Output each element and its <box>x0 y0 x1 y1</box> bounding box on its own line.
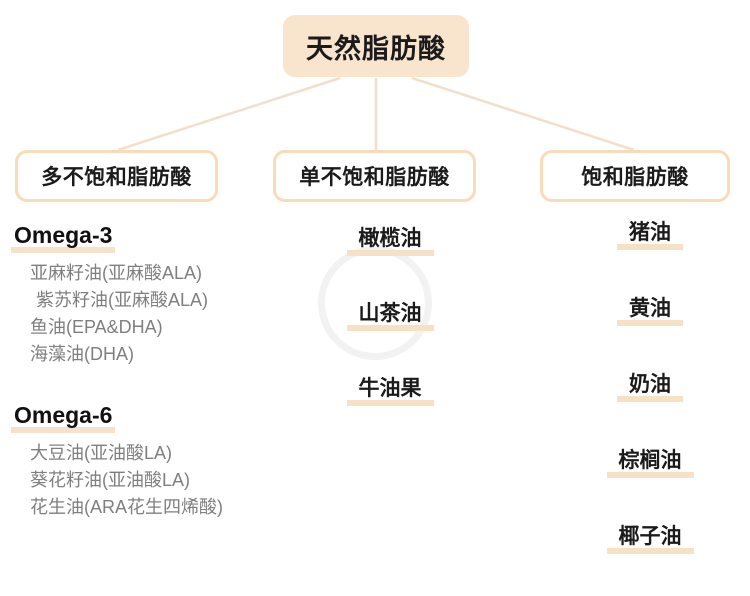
list-item-label: 椰子油 <box>606 520 694 554</box>
list-item: 紫苏籽油(亚麻酸ALA) <box>36 290 209 310</box>
list-item: 亚麻籽油(亚麻酸ALA) <box>30 263 203 283</box>
list-item-label: 牛油果 <box>346 372 434 406</box>
category-box-monounsaturated: 单不饱和脂肪酸 <box>273 150 476 202</box>
diagram-canvas: 天然脂肪酸 多不饱和脂肪酸 单不饱和脂肪酸 饱和脂肪酸 Omega-3 亚麻籽油… <box>0 15 730 554</box>
list-item: 橄榄油 <box>300 222 480 256</box>
connector-line-left <box>117 76 341 152</box>
list-item: 黄油 <box>555 292 745 326</box>
root-node-natural-fatty-acids: 天然脂肪酸 <box>283 15 469 77</box>
category-box-polyunsaturated: 多不饱和脂肪酸 <box>15 150 218 202</box>
list-item-label: 猪油 <box>617 216 683 250</box>
list-item: 牛油果 <box>300 372 480 406</box>
category-label: 多不饱和脂肪酸 <box>41 166 192 189</box>
group-item-list: 大豆油(亚油酸LA) 葵花籽油(亚油酸LA) 花生油(ARA花生四烯酸) <box>0 440 300 521</box>
group-omega-6: Omega-6 大豆油(亚油酸LA) 葵花籽油(亚油酸LA) 花生油(ARA花生… <box>0 402 300 521</box>
list-item-label: 山茶油 <box>346 297 434 331</box>
column-saturated-items: 猪油 黄油 奶油 棕榈油 椰子油 <box>555 216 745 596</box>
list-item: 花生油(ARA花生四烯酸) <box>30 497 223 517</box>
list-item: 棕榈油 <box>555 444 745 478</box>
category-box-saturated: 饱和脂肪酸 <box>540 150 730 202</box>
list-item-label: 橄榄油 <box>346 222 434 256</box>
group-item-list: 亚麻籽油(亚麻酸ALA) 紫苏籽油(亚麻酸ALA) 鱼油(EPA&DHA) 海藻… <box>0 260 300 368</box>
list-item: 奶油 <box>555 368 745 402</box>
list-item-label: 棕榈油 <box>606 444 694 478</box>
list-item-label: 黄油 <box>617 292 683 326</box>
list-item: 葵花籽油(亚油酸LA) <box>30 470 191 490</box>
list-item-label: 奶油 <box>617 368 683 402</box>
group-heading: Omega-6 <box>11 402 116 433</box>
column-polyunsaturated-items: Omega-3 亚麻籽油(亚麻酸ALA) 紫苏籽油(亚麻酸ALA) 鱼油(EPA… <box>0 222 300 525</box>
category-label: 饱和脂肪酸 <box>581 166 689 189</box>
connector-line-right <box>411 76 635 152</box>
root-node-label: 天然脂肪酸 <box>306 33 446 64</box>
list-item: 鱼油(EPA&DHA) <box>30 317 163 337</box>
list-item: 大豆油(亚油酸LA) <box>30 443 173 463</box>
category-label: 单不饱和脂肪酸 <box>299 166 450 189</box>
list-item: 海藻油(DHA) <box>30 344 134 364</box>
group-heading: Omega-3 <box>11 222 116 253</box>
list-item: 猪油 <box>555 216 745 250</box>
column-monounsaturated-items: 橄榄油 山茶油 牛油果 <box>300 222 480 447</box>
list-item: 椰子油 <box>555 520 745 554</box>
list-item: 山茶油 <box>300 297 480 331</box>
group-spacer <box>0 372 300 402</box>
group-omega-3: Omega-3 亚麻籽油(亚麻酸ALA) 紫苏籽油(亚麻酸ALA) 鱼油(EPA… <box>0 222 300 368</box>
